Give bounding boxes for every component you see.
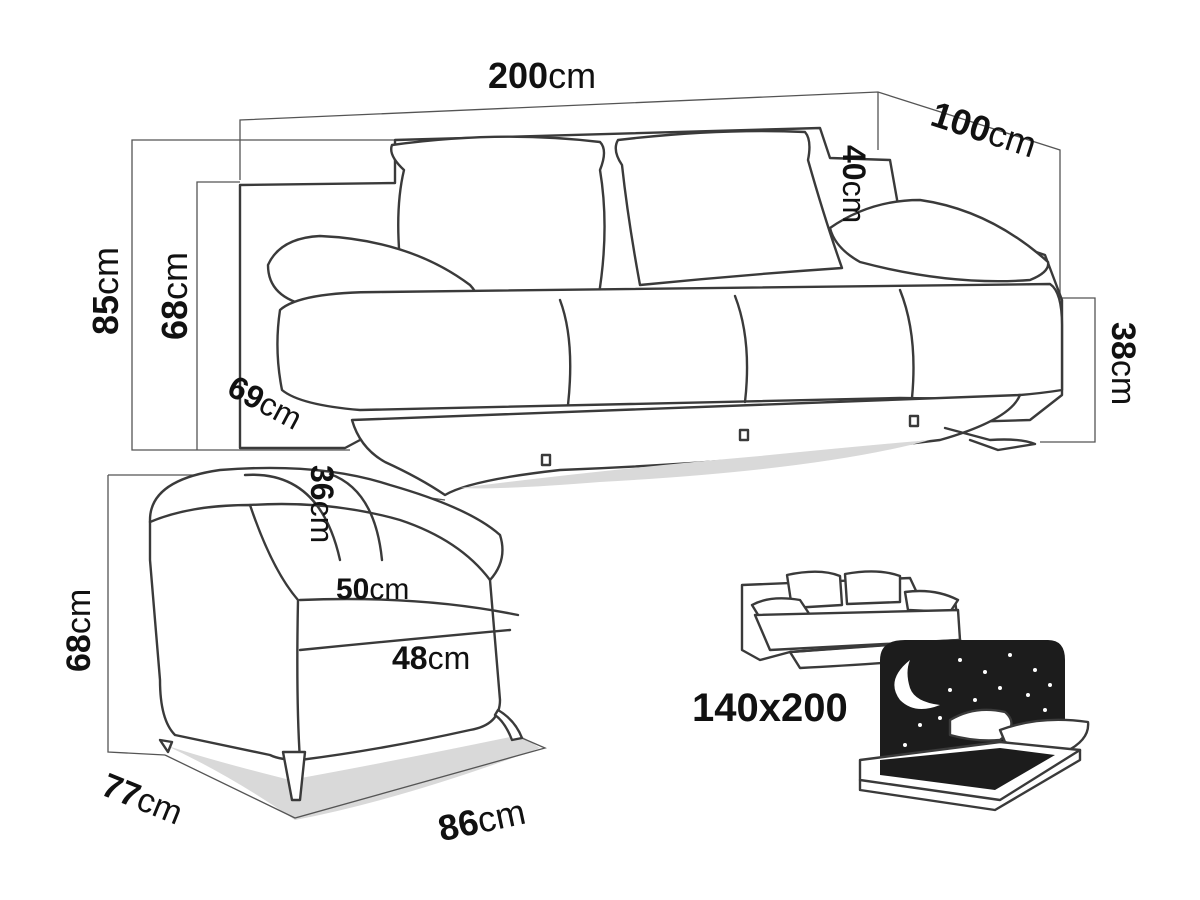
sofa-back-cushion-right [614,129,844,287]
sofa-total-height-line [131,139,395,451]
sofa-bed-inset [740,570,1090,812]
sofa-seat-height-line [1040,297,1096,443]
label-chair-seat-depth: 48cm [392,640,471,676]
sofa-arm-pillow-right [828,198,1050,283]
sofa-drawing [131,91,1096,497]
label-chair-seat-width: 50cm [336,573,410,606]
stars-icon [903,653,1052,747]
label-sofa-seat-height: 38cm [1104,322,1142,406]
label-sofa-back-height: 68cm [154,251,195,340]
armchair-leg-front [281,750,307,802]
label-sofa-cushion-height: 40cm [836,145,872,224]
label-sofa-total-height: 85cm [85,246,126,335]
label-chair-back-height: 36cm [304,465,340,544]
moon-icon [894,660,940,709]
sofa-back-height-line [196,181,240,450]
armchair-body [148,466,504,762]
label-bed-size: 140x200 [692,686,848,730]
sofa-base [350,393,1022,497]
armchair-drawing [107,466,547,820]
label-chair-height: 68cm [60,588,98,672]
armchair-shadow [165,735,540,820]
sofa-seat [276,282,1064,412]
label-sofa-width: 200cm [488,55,597,96]
armchair-leg-right [493,708,524,742]
